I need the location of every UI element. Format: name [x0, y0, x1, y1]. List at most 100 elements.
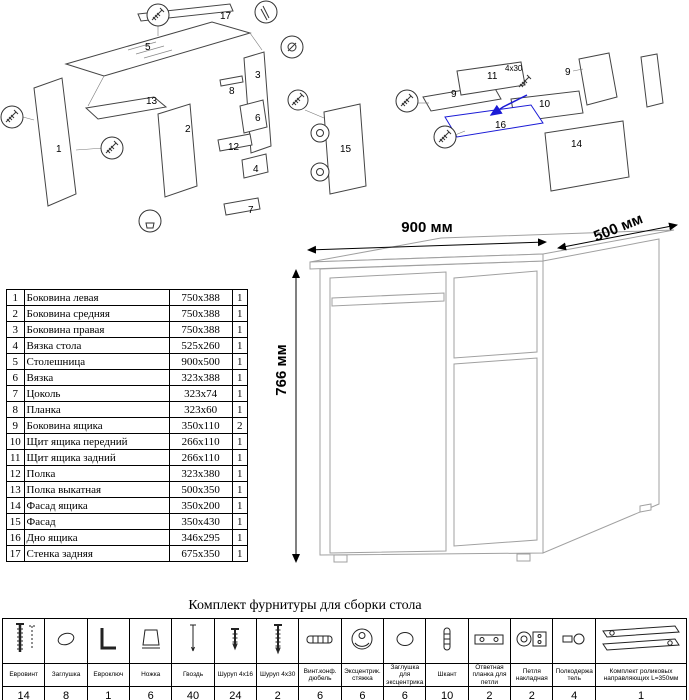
part-shelf [217, 133, 253, 152]
hardware-item-qty: 6 [340, 686, 385, 700]
part-qty: 1 [231, 401, 249, 418]
drawer-guide-lines [418, 68, 584, 136]
drawer-label-11: 11 [487, 71, 498, 82]
part-qty: 2 [231, 417, 249, 434]
part-qty: 1 [231, 385, 249, 402]
part-qty: 1 [231, 529, 249, 546]
hardware-item-name: Заглушка [44, 662, 88, 688]
part-number: 3 [6, 321, 25, 338]
part-name: Полка выкатная [23, 481, 170, 498]
part-label-17: 17 [220, 11, 232, 22]
drawer-side-right [578, 52, 618, 106]
hardware-icons-row [1, 618, 687, 664]
part-label-13: 13 [146, 96, 158, 107]
hardware-item-name: Полкодержатель [552, 662, 596, 688]
desk-foot-back [639, 503, 652, 513]
part-qty: 1 [231, 321, 249, 338]
part-size: 323x380 [168, 465, 233, 482]
part-size: 350x200 [168, 497, 233, 514]
drawer-screw-size-note: 4x30 [505, 64, 523, 73]
part-label-8: 8 [229, 86, 235, 97]
part-qty: 1 [231, 449, 249, 466]
part-number: 2 [6, 305, 25, 322]
foot-icon [129, 618, 173, 664]
drawer-slides-icon [595, 618, 687, 664]
part-rolling-shelf [84, 96, 168, 120]
part-plank [219, 75, 244, 87]
hardware-item-name: Комплект роликовых направляющих L=350мм [595, 662, 687, 688]
hardware-item-name: Шкант [425, 662, 469, 688]
part-qty: 1 [231, 481, 249, 498]
part-size: 323x388 [168, 369, 233, 386]
part-name: Боковина ящика [23, 417, 170, 434]
part-door-facade [323, 103, 367, 195]
hardware-item-qty: 2 [256, 686, 300, 700]
part-name: Столешница [23, 353, 170, 370]
part-name: Вязка стола [23, 337, 170, 354]
part-name: Щит ящика передний [23, 433, 170, 450]
nail-icon [171, 618, 215, 664]
drawer-label-14: 14 [571, 139, 583, 150]
part-number: 13 [6, 481, 25, 498]
part-size: 323x74 [168, 385, 233, 402]
part-number: 7 [6, 385, 25, 402]
part-label-7: 7 [248, 205, 254, 216]
part-number: 11 [6, 449, 25, 466]
hardware-item-name: Заглушка для эксцентрика [383, 662, 427, 688]
part-number: 5 [6, 353, 25, 370]
drawer-label-9-right: 9 [565, 67, 571, 78]
hardware-item-name: Эксцентрик. стяжка [340, 662, 385, 688]
part-size: 750x388 [168, 289, 233, 306]
part-size: 750x388 [168, 305, 233, 322]
desk-door-front [453, 357, 538, 547]
part-number: 9 [6, 417, 25, 434]
part-left-side-panel [33, 77, 77, 207]
shelf-pin-icon [552, 618, 596, 664]
hardware-item-name: Евровинт [1, 662, 46, 688]
part-size: 675x350 [168, 545, 233, 562]
part-qty: 1 [231, 513, 249, 530]
part-name: Цоколь [23, 385, 170, 402]
part-size: 750x388 [168, 321, 233, 338]
dimension-lines [292, 222, 678, 563]
part-name: Полка [23, 465, 170, 482]
part-label-12: 12 [228, 142, 240, 153]
desk-foot-left [333, 554, 348, 563]
hardware-item-qty: 10 [425, 686, 469, 700]
part-size: 346x295 [168, 529, 233, 546]
part-name: Боковина левая [23, 289, 170, 306]
hardware-item-qty: 1 [595, 686, 687, 700]
drawer-bottom-insert-arrow [489, 94, 528, 116]
hardware-item-name: Евроключ [86, 662, 131, 688]
hardware-item-qty: 40 [171, 686, 215, 700]
part-name: Боковина средняя [23, 305, 170, 322]
hardware-item-qty: 2 [467, 686, 512, 700]
part-table-tie [241, 153, 269, 179]
part-qty: 1 [231, 497, 249, 514]
part-number: 1 [6, 289, 25, 306]
part-size: 525x260 [168, 337, 233, 354]
desk-drawer-front [453, 270, 538, 359]
callout-misc-icons [145, 5, 324, 229]
depth-dimension-line [557, 222, 678, 251]
hardware-item-name: Ножка [129, 662, 173, 688]
desk-pullout-shelf [331, 292, 445, 307]
part-name: Фасад ящика [23, 497, 170, 514]
drawer-label-10: 10 [539, 99, 551, 110]
part-label-4: 4 [253, 164, 259, 175]
